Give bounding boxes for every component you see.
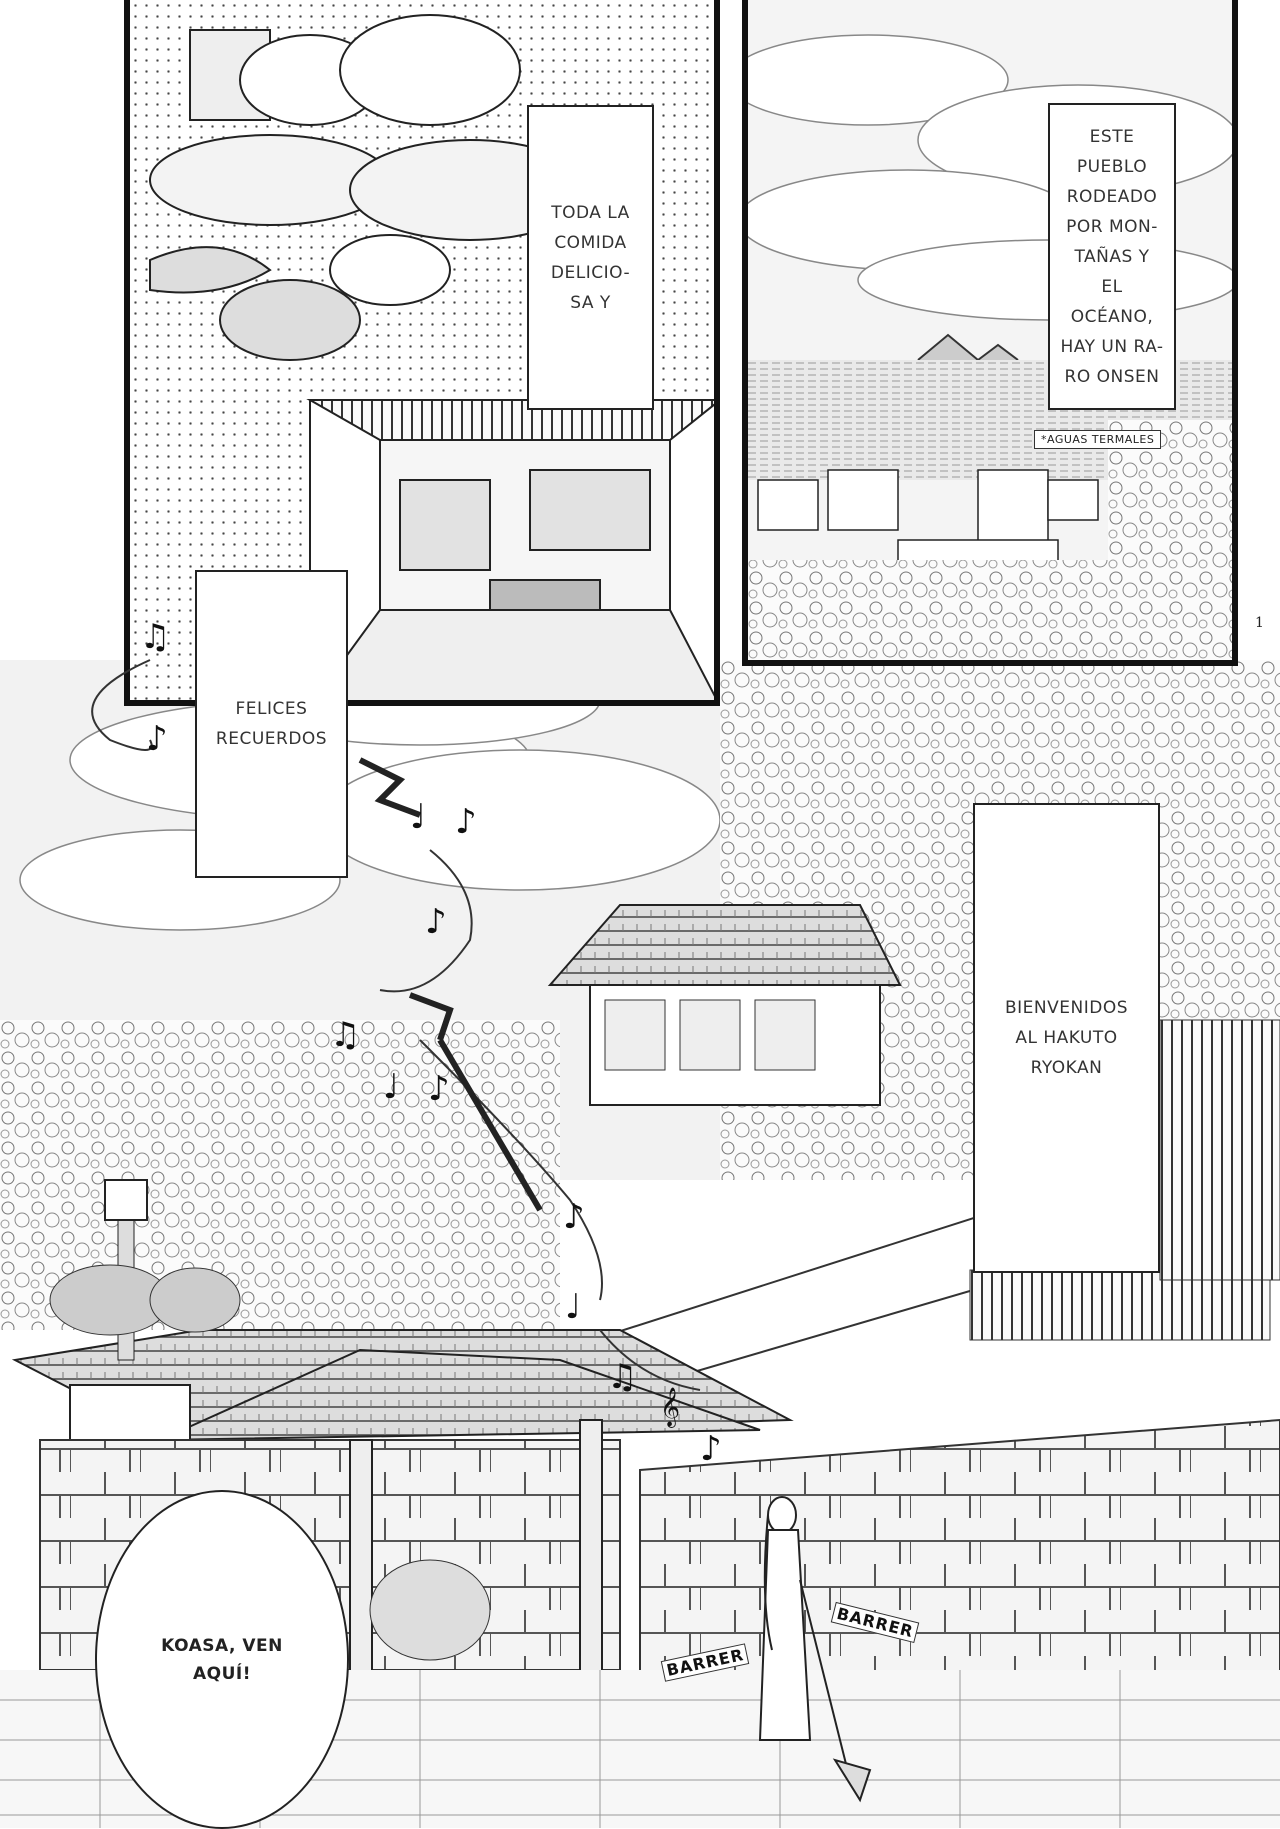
caption-food: TODA LA COMIDA DELICIO- SA Y (527, 105, 654, 410)
food-illustration (149, 14, 714, 700)
caption-welcome-text: BIENVENIDOS AL HAKUTO RYOKAN (1005, 998, 1128, 1078)
music-note-icon: ♪ (563, 1197, 585, 1237)
speech-balloon-koasa: KOASA, VEN AQUÍ! (95, 1490, 349, 1829)
music-note-icon: ♫ (330, 1015, 361, 1055)
music-note-icon: ♫ (607, 1357, 638, 1397)
music-note-icon: ♩ (383, 1067, 400, 1107)
music-note-icon: ♩ (565, 1287, 582, 1327)
caption-food-text: TODA LA COMIDA DELICIO- SA Y (550, 202, 631, 313)
treble-clef-icon: 𝄞 (660, 1387, 681, 1427)
music-note-icon: ♪ (455, 802, 477, 842)
music-note-icon: ♪ (700, 1429, 722, 1469)
music-note-icon: ♪ (428, 1069, 450, 1109)
music-note-icon: ♫ (140, 617, 171, 657)
music-note-icon: ♪ (425, 902, 447, 942)
music-note-icon: ♩ (410, 797, 427, 837)
caption-memories-text: FELICES RECUERDOS (215, 699, 328, 749)
page-number: 1 (1255, 615, 1264, 631)
music-note-icon: ♪ (146, 719, 168, 759)
speech-balloon-text: KOASA, VEN AQUÍ! (161, 1635, 283, 1684)
caption-welcome: BIENVENIDOS AL HAKUTO RYOKAN (973, 803, 1160, 1273)
caption-town-footnote: *AGUAS TERMALES (1034, 430, 1162, 449)
caption-town: ESTE PUEBLO RODEADO POR MON- TAÑAS Y EL … (1048, 103, 1176, 410)
caption-memories: FELICES RECUERDOS (195, 570, 348, 878)
caption-town-text: ESTE PUEBLO RODEADO POR MON- TAÑAS Y EL … (1060, 126, 1164, 387)
